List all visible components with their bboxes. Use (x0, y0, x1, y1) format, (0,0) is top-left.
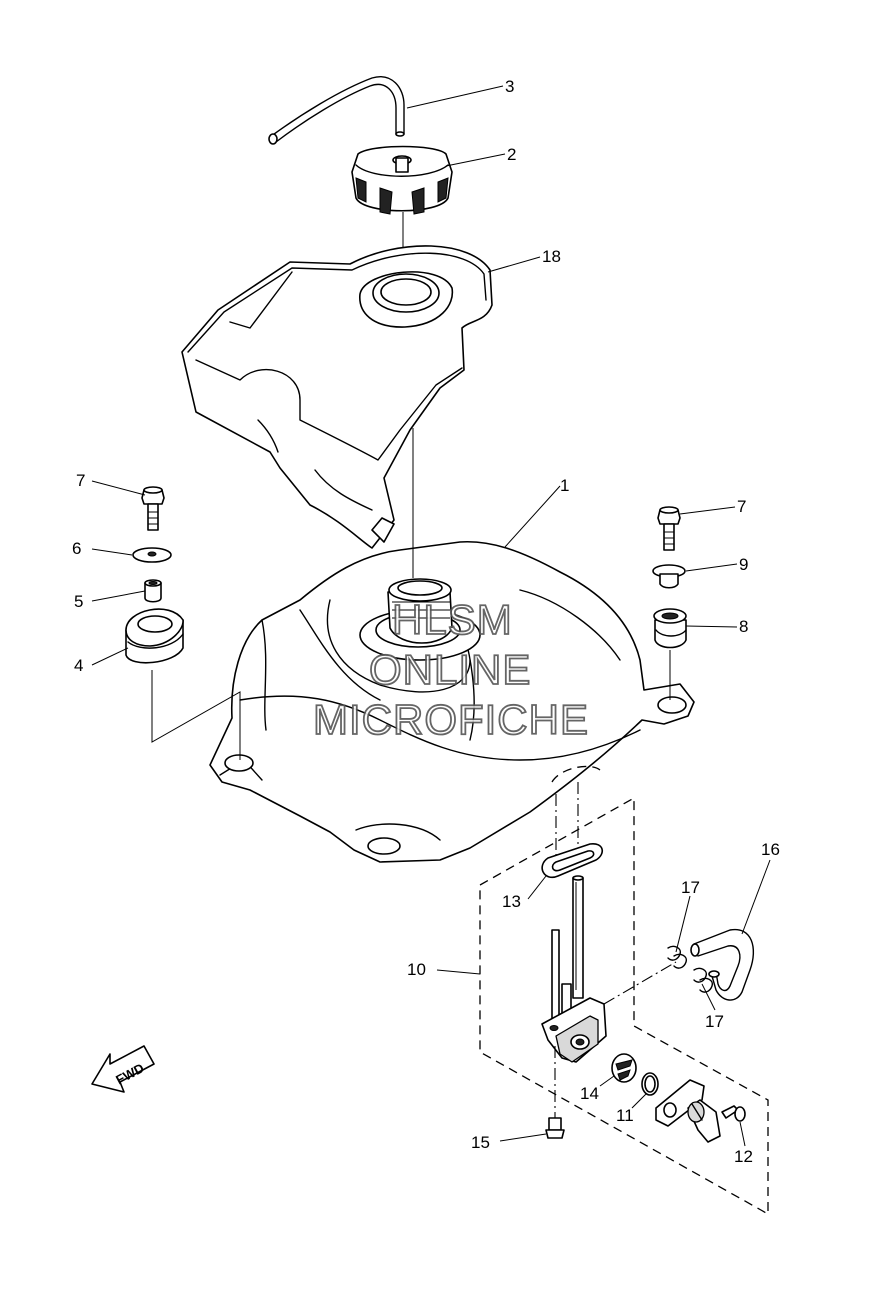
callout-4: 4 (74, 656, 83, 675)
part-8-grommet (653, 608, 687, 700)
part-14-filter (611, 1053, 637, 1083)
callout-17-upper: 17 (681, 878, 700, 897)
part-15-screw (545, 1046, 565, 1139)
callout-8: 8 (739, 617, 748, 636)
callout-12: 12 (734, 1147, 753, 1166)
part-17-clip-lower (693, 967, 713, 993)
part-17-clip-upper (667, 945, 687, 969)
part-16-fuel-hose (690, 928, 754, 1001)
leader-lines (91, 85, 771, 1147)
callout-3: 3 (505, 77, 514, 96)
callout-13: 13 (502, 892, 521, 911)
callout-10: 10 (407, 960, 426, 979)
part-2-fuel-cap (351, 145, 453, 268)
part-7-bolt-left (141, 486, 165, 531)
callout-numbers: 1 2 3 18 7 6 5 4 7 9 8 13 10 16 17 17 14… (72, 77, 780, 1166)
watermark-line-1: HLSM (392, 596, 513, 643)
callout-18: 18 (542, 247, 561, 266)
watermark: HLSM ONLINE MICROFICHE (312, 595, 589, 744)
callout-14: 14 (580, 1084, 599, 1103)
callout-7-right: 7 (737, 497, 746, 516)
fwd-direction-arrow: FWD (91, 1045, 155, 1093)
callout-9: 9 (739, 555, 748, 574)
callout-15: 15 (471, 1133, 490, 1152)
callout-16: 16 (761, 840, 780, 859)
callout-7-left: 7 (76, 471, 85, 490)
part-5-collar (144, 579, 162, 603)
part-7-bolt-right (657, 506, 681, 551)
callout-17-lower: 17 (705, 1012, 724, 1031)
callout-11: 11 (616, 1106, 634, 1125)
part-6-washer (132, 547, 172, 563)
part-1-fuel-tank (209, 428, 695, 863)
part-4-damper (125, 608, 241, 760)
part-12-lever (655, 1079, 746, 1143)
part-9-collar (652, 564, 686, 589)
callout-1: 1 (560, 476, 569, 495)
part-18-tank-cover (181, 245, 493, 549)
callout-5: 5 (74, 592, 83, 611)
watermark-line-2: ONLINE (369, 646, 531, 693)
fuel-cock-assembly-outline (479, 796, 769, 1216)
part-13-gasket (541, 782, 603, 879)
part-10-fuel-cock (541, 875, 677, 1063)
callout-6: 6 (72, 539, 81, 558)
callout-2: 2 (507, 145, 516, 164)
watermark-line-3: MICROFICHE (313, 696, 589, 743)
part-11-o-ring (641, 1072, 659, 1096)
part-3-vent-hose (268, 76, 405, 145)
